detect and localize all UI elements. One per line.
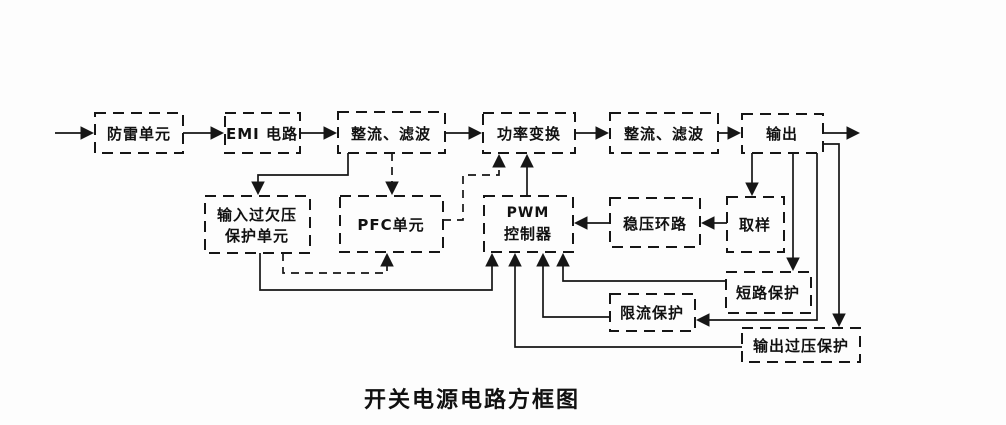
block-current-limit-protection-label: 限流保护 [620, 304, 684, 322]
block-pwm-controller: PWM 控制器 [483, 195, 574, 253]
block-sampling: 取样 [726, 196, 785, 253]
block-emi-circuit-label: EMI 电路 [226, 125, 298, 143]
block-input-over-under-voltage-protection-label2: 保护单元 [224, 227, 289, 245]
block-sampling-label: 取样 [739, 216, 771, 234]
block-output-label: 输出 [766, 125, 798, 143]
block-input-over-under-voltage-protection-label1: 输入过欠压 [217, 206, 297, 224]
block-input-over-under-voltage-protection-frame [204, 195, 311, 254]
block-lightning-protection-frame [94, 112, 184, 154]
arrow-output-to-current-limit [695, 153, 818, 327]
arrow-output-to-ovp [823, 143, 846, 328]
block-short-circuit-protection-label: 短路保护 [736, 284, 800, 302]
block-current-limit-protection: 限流保护 [609, 293, 696, 332]
block-output-frame [741, 113, 824, 154]
arrow-rectifier1-to-input-protection [251, 153, 349, 196]
connector-lines [55, 126, 861, 348]
block-short-circuit-protection: 短路保护 [725, 271, 812, 314]
block-voltage-regulation-loop-frame [609, 197, 701, 248]
block-rectify-filter-secondary-label: 整流、滤波 [624, 125, 704, 143]
block-output-over-voltage-protection-label: 输出过压保护 [753, 337, 849, 355]
block-input-over-under-voltage-protection: 输入过欠压 保护单元 [204, 195, 311, 254]
block-pfc-unit-label: PFC单元 [357, 216, 424, 234]
block-pwm-controller-label1: PWM [507, 205, 550, 221]
block-lightning-protection: 防雷单元 [94, 112, 184, 154]
block-output-over-voltage-protection: 输出过压保护 [741, 327, 861, 363]
block-rectify-filter-secondary: 整流、滤波 [609, 112, 719, 154]
block-sampling-frame [726, 196, 785, 253]
block-output-over-voltage-protection-frame [741, 327, 861, 363]
block-rectify-filter-secondary-frame [609, 112, 719, 154]
block-pwm-controller-frame [483, 195, 574, 253]
arrow-input-protection-to-pfc [282, 252, 394, 274]
block-power-conversion: 功率变换 [482, 112, 576, 154]
block-voltage-regulation-loop: 稳压环路 [609, 197, 701, 248]
block-pwm-controller-label2: 控制器 [504, 225, 552, 243]
block-emi-circuit: EMI 电路 [224, 112, 301, 154]
block-pfc-unit: PFC单元 [339, 195, 444, 253]
block-rectify-filter-primary-frame [337, 111, 446, 154]
block-voltage-regulation-loop-label: 稳压环路 [623, 215, 687, 233]
block-emi-circuit-frame [224, 112, 301, 154]
arrow-current-limit-to-pwm [536, 252, 610, 318]
arrow-short-protection-to-pwm [556, 252, 726, 282]
block-pfc-unit-frame [339, 195, 444, 253]
block-rectify-filter-primary: 整流、滤波 [337, 111, 446, 154]
block-power-conversion-frame [482, 112, 576, 154]
block-lightning-protection-label: 防雷单元 [107, 125, 171, 143]
arrow-input-protection-to-pwm [259, 252, 499, 291]
block-rectify-filter-primary-label: 整流、滤波 [351, 125, 431, 143]
arrow-ovp-to-pwm [508, 252, 742, 348]
diagram-blocks: 防雷单元 EMI 电路 整流、滤波 功率变换 整流、滤波 输出 输入过欠压 保护… [94, 111, 861, 363]
block-output: 输出 [741, 113, 824, 154]
block-current-limit-protection-frame [609, 293, 696, 332]
block-short-circuit-protection-frame [725, 271, 812, 314]
block-power-conversion-label: 功率变换 [497, 125, 561, 143]
diagram-title: 开关电源电路方框图 [364, 387, 580, 413]
